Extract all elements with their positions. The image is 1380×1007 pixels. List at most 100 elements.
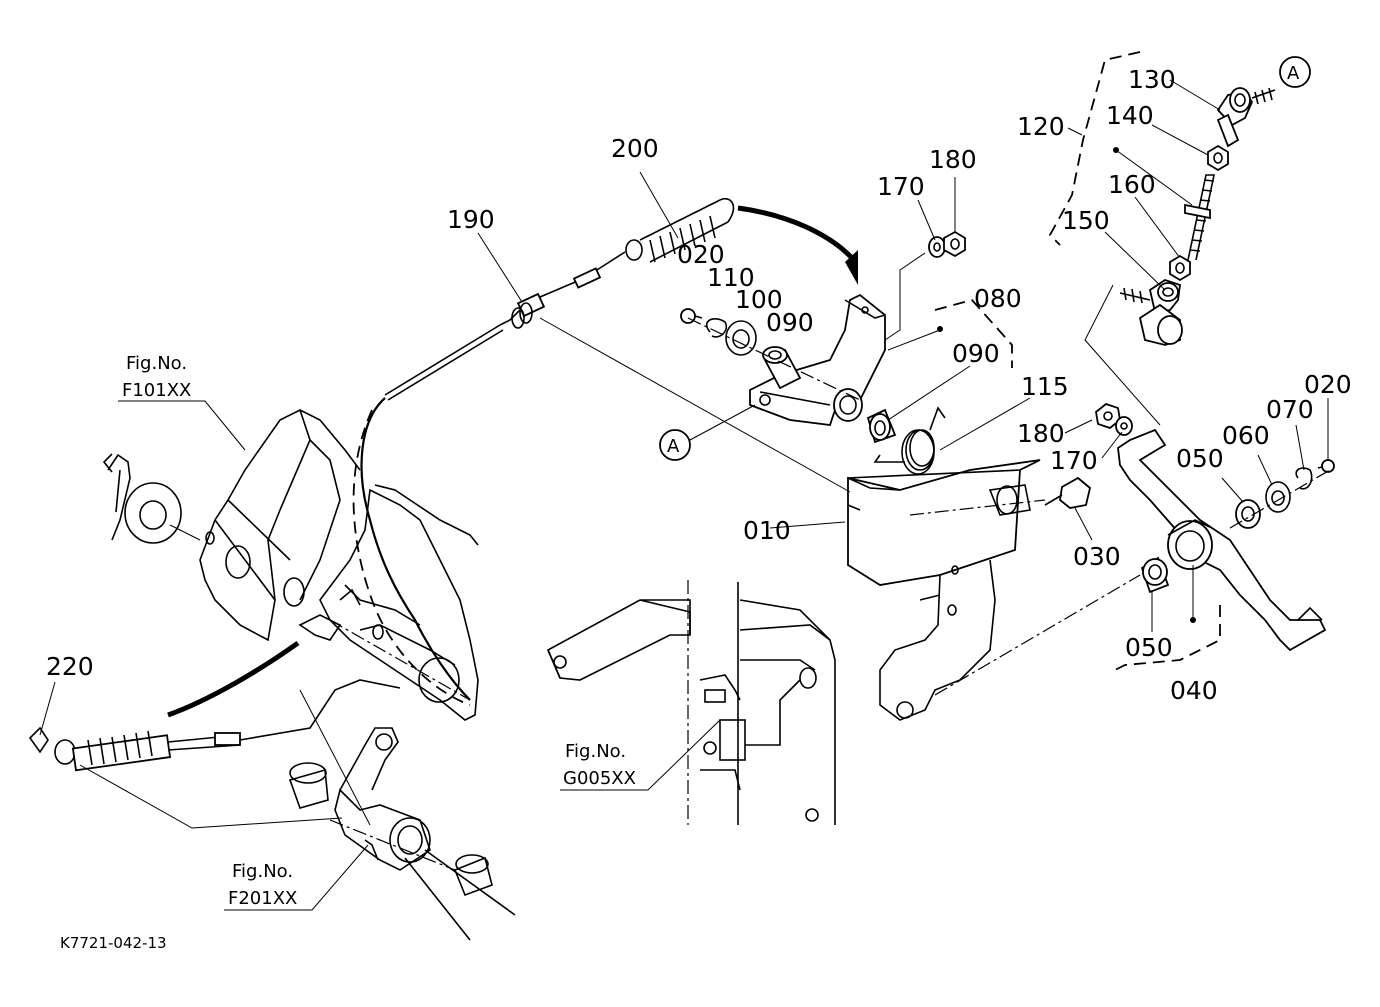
part-number-110: 110 (707, 263, 755, 292)
drawing-code: K7721-042-13 (60, 934, 167, 952)
leader-line (917, 199, 936, 241)
part-number-070: 070 (1266, 395, 1314, 424)
part-number-030: 030 (1073, 542, 1121, 571)
fig-ref-g005-code: G005XX (563, 768, 636, 789)
leader-line (939, 397, 1031, 451)
nut-180-top (943, 230, 966, 258)
callout-a-top: A (1279, 56, 1311, 88)
leader-line (639, 171, 679, 239)
bushing-090-b (866, 408, 897, 444)
pedal-lever-040 (1117, 428, 1327, 652)
group-bracket-120 (1048, 51, 1141, 246)
fig-ref-f101-label: Fig.No. (126, 353, 187, 374)
part-number-140: 140 (1106, 101, 1154, 130)
part-number-090: 090 (766, 308, 814, 337)
leader-line (1074, 507, 1093, 541)
leader-line (1084, 284, 1161, 426)
part-number-020: 020 (1304, 370, 1352, 399)
clip-070 (1295, 467, 1313, 490)
shaft-housing (298, 484, 479, 721)
part-number-080: 080 (974, 284, 1022, 313)
part-number-150: 150 (1062, 206, 1110, 235)
leader-line (539, 317, 851, 493)
grease-fitting-020-a (680, 308, 703, 324)
leader-line (884, 252, 926, 341)
return-spring-200 (599, 198, 735, 269)
motion-arrow-top (737, 205, 854, 260)
torsion-spring-115 (873, 406, 946, 475)
fig-ref-f201-code: F201XX (228, 888, 297, 909)
leader-line (1221, 477, 1244, 503)
callout-a-center: A (659, 429, 691, 461)
nut-150 (1169, 254, 1191, 282)
leader-line (118, 400, 246, 451)
leader-line (1151, 124, 1209, 156)
centerline (934, 574, 1141, 696)
leader-line (1169, 79, 1221, 111)
bolt-030 (1044, 476, 1092, 509)
part-number-180: 180 (1017, 419, 1065, 448)
leader-line (477, 232, 523, 303)
part-number-120: 120 (1017, 112, 1065, 141)
group-bracket-080 (934, 298, 1013, 368)
fig-ref-f101-code: F101XX (122, 380, 191, 401)
part-number-170: 170 (1050, 446, 1098, 475)
svg-text:A: A (667, 436, 680, 457)
leader-line (1257, 454, 1273, 486)
cotter-pin-left (102, 453, 131, 541)
lower-lever-assembly (288, 727, 516, 941)
part-number-060: 060 (1222, 421, 1270, 450)
part-number-190: 190 (447, 205, 495, 234)
part-number-160: 160 (1108, 170, 1156, 199)
washer-left (124, 482, 182, 544)
bushing-050-a (1235, 499, 1261, 529)
part-number-130: 130 (1128, 65, 1176, 94)
part-number-090: 090 (952, 339, 1000, 368)
leader-line (1064, 419, 1093, 434)
part-number-020: 020 (677, 240, 725, 269)
part-number-040: 040 (1170, 676, 1218, 705)
group-dot (937, 326, 943, 332)
leader-line (169, 524, 201, 541)
part-number-180: 180 (929, 145, 977, 174)
leader-line (689, 404, 756, 441)
leader-line (224, 844, 369, 911)
clip-110 (705, 318, 728, 338)
washer-060 (1265, 481, 1291, 513)
leader-line (769, 521, 846, 529)
centerline (1229, 469, 1331, 529)
bushing-050-b (1140, 556, 1170, 594)
ball-joint-150-body (1119, 279, 1183, 346)
part-number-050: 050 (1176, 444, 1224, 473)
part-number-200: 200 (611, 134, 659, 163)
svg-text:A: A (1287, 63, 1300, 84)
part-number-115: 115 (1021, 372, 1069, 401)
motion-arrow-left (167, 640, 300, 718)
leader-line (887, 329, 941, 351)
cable-end-220 (28, 726, 241, 772)
arrow-head (845, 250, 858, 285)
frame-g005 (546, 580, 836, 825)
leader-line (39, 681, 56, 736)
fig-ref-g005-label: Fig.No. (565, 741, 626, 762)
leader-line (299, 689, 371, 826)
part-number-010: 010 (743, 516, 791, 545)
part-number-220: 220 (46, 652, 94, 681)
frame-bracket-left (199, 408, 361, 642)
washer-100 (725, 320, 757, 356)
leader-line (79, 764, 343, 829)
leader-line (887, 365, 971, 421)
leader-line (1104, 231, 1166, 291)
centerline (687, 317, 861, 401)
centerline (909, 499, 1046, 516)
washer-170-top (928, 236, 946, 258)
leader-line (1067, 127, 1083, 136)
grease-fitting-020-b (1317, 459, 1335, 473)
group-bracket-040 (1114, 605, 1221, 671)
part-number-100: 100 (735, 285, 783, 314)
throttle-cable-190 (352, 267, 602, 706)
part-number-050: 050 (1125, 633, 1173, 662)
ball-joint-130 (1216, 87, 1276, 148)
